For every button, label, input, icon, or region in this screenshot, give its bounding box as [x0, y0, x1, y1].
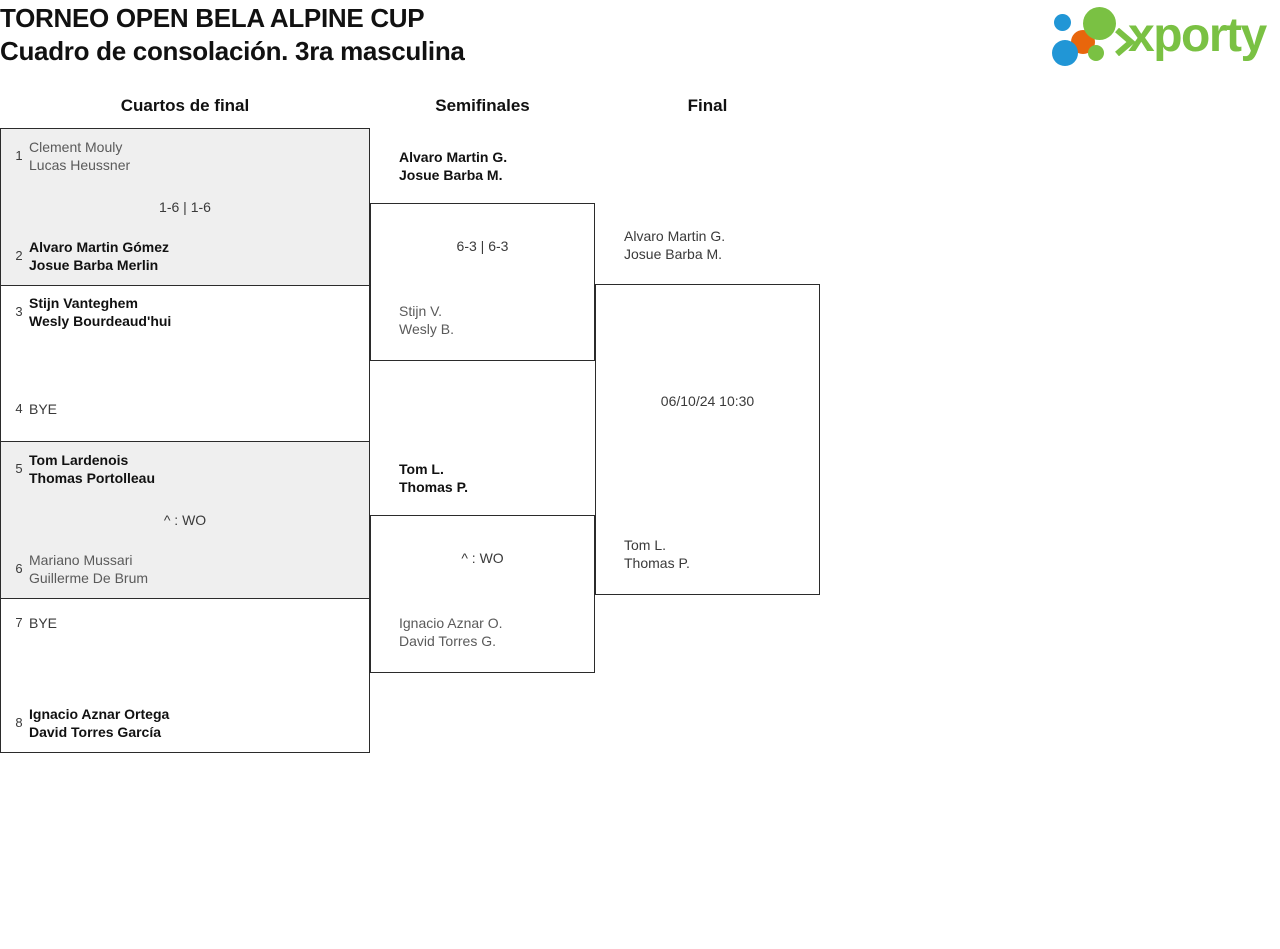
match-slot-bottom: Tom L. Thomas P.	[596, 536, 819, 572]
player-name-1: Alvaro Martin Gómez	[29, 239, 170, 255]
match-slot-bottom: 2 Alvaro Martin Gómez Josue Barba Merlin	[1, 238, 369, 274]
match-slot-top: 3 Stijn Vanteghem Wesly Bourdeaud'hui	[1, 294, 369, 330]
team-names: Mariano Mussari Guillerme De Brum	[29, 551, 148, 587]
team-names: BYE	[29, 400, 57, 418]
match-slot-bottom: 6 Mariano Mussari Guillerme De Brum	[1, 551, 369, 587]
player-name-2: Josue Barba Merlin	[29, 257, 159, 273]
player-name-1: Mariano Mussari	[29, 552, 133, 568]
match-semifinal-1[interactable]: Alvaro Martin G. Josue Barba M. 6-3 | 6-…	[370, 149, 595, 361]
seed-number: 1	[15, 148, 23, 163]
player-name-2: Wesly Bourdeaud'hui	[29, 313, 172, 329]
player-name-2: Thomas Portolleau	[29, 470, 156, 486]
match-slot-bottom: Stijn V. Wesly B.	[371, 302, 594, 338]
player-name-1: BYE	[29, 615, 58, 631]
match-quarterfinal-1[interactable]: 1 Clement Mouly Lucas Heussner 1-6 | 1-6…	[0, 128, 370, 286]
player-name-2: Thomas P.	[624, 555, 690, 571]
player-name-1: Ignacio Aznar Ortega	[29, 706, 170, 722]
team-names: Ignacio Aznar O. David Torres G.	[399, 614, 503, 650]
player-name-1: Tom L.	[624, 537, 667, 553]
player-name-2: David Torres García	[29, 724, 162, 740]
match-quarterfinal-4[interactable]: 7 BYE 8 Ignacio Aznar Ortega David Torre…	[0, 598, 370, 753]
team-names: Alvaro Martin G. Josue Barba M.	[624, 227, 725, 263]
team-names: Alvaro Martin G. Josue Barba M.	[399, 148, 507, 184]
player-name-2: Wesly B.	[399, 321, 454, 337]
match-schedule: 06/10/24 10:30	[660, 393, 755, 409]
match-semifinal-2[interactable]: Tom L. Thomas P. ^ : WO Ignacio Aznar O.…	[370, 461, 595, 673]
match-quarterfinal-3[interactable]: 5 Tom Lardenois Thomas Portolleau ^ : WO…	[0, 441, 370, 599]
player-name-2: Josue Barba M.	[624, 246, 723, 262]
team-names: Ignacio Aznar Ortega David Torres García	[29, 705, 169, 741]
player-name-1: Alvaro Martin G.	[399, 149, 508, 165]
player-name-2: Lucas Heussner	[29, 157, 131, 173]
team-names: Stijn Vanteghem Wesly Bourdeaud'hui	[29, 294, 171, 330]
player-name-1: Ignacio Aznar O.	[399, 615, 503, 631]
match-quarterfinal-2[interactable]: 3 Stijn Vanteghem Wesly Bourdeaud'hui 4 …	[0, 285, 370, 443]
player-name-1: Stijn V.	[399, 303, 443, 319]
match-score: ^ : WO	[163, 512, 207, 528]
team-names: Tom L. Thomas P.	[399, 460, 468, 496]
team-names: BYE	[29, 614, 57, 632]
seed-number: 3	[15, 304, 23, 319]
logo-dot-blue-large	[1052, 40, 1078, 66]
player-name-1: Tom L.	[399, 461, 444, 477]
match-slot-bottom: 8 Ignacio Aznar Ortega David Torres Garc…	[1, 705, 369, 741]
round-header-final: Final	[687, 96, 728, 115]
seed-number: 5	[15, 461, 23, 476]
logo-wordmark: xporty	[1128, 9, 1267, 62]
logo-dot-green-large	[1083, 7, 1116, 40]
player-name-2: Thomas P.	[399, 479, 468, 495]
seed-number: 6	[15, 561, 23, 576]
player-name-1: Stijn Vanteghem	[29, 295, 138, 311]
player-name-1: Alvaro Martin G.	[624, 228, 726, 244]
team-names: Alvaro Martin Gómez Josue Barba Merlin	[29, 238, 169, 274]
page-header: TORNEO OPEN BELA ALPINE CUP Cuadro de co…	[0, 0, 1280, 90]
match-slot-top: Alvaro Martin G. Josue Barba M.	[371, 148, 594, 184]
match-slot-top: Alvaro Martin G. Josue Barba M.	[596, 227, 819, 263]
seed-number: 2	[15, 248, 23, 263]
player-name-1: BYE	[29, 401, 58, 417]
player-name-2: Guillerme De Brum	[29, 570, 149, 586]
match-score: 6-3 | 6-3	[456, 238, 509, 254]
match-slot-top: Tom L. Thomas P.	[371, 460, 594, 496]
match-final[interactable]: Alvaro Martin G. Josue Barba M. 06/10/24…	[595, 228, 820, 595]
match-slot-bottom: 4 BYE	[1, 400, 369, 418]
page-title: TORNEO OPEN BELA ALPINE CUP	[0, 3, 425, 33]
page-subtitle: Cuadro de consolación. 3ra masculina	[0, 36, 465, 66]
title-block: TORNEO OPEN BELA ALPINE CUP Cuadro de co…	[0, 2, 800, 68]
round-header-semifinals: Semifinales	[435, 96, 530, 115]
team-names: Tom Lardenois Thomas Portolleau	[29, 451, 155, 487]
logo-dot-blue-small	[1054, 14, 1071, 31]
xporty-logo[interactable]: xporty	[1052, 4, 1276, 68]
team-names: Stijn V. Wesly B.	[399, 302, 454, 338]
match-slot-top: 7 BYE	[1, 614, 369, 632]
match-slot-top: 5 Tom Lardenois Thomas Portolleau	[1, 451, 369, 487]
seed-number: 7	[15, 615, 23, 630]
logo-chevron-icon	[1115, 28, 1136, 56]
player-name-2: David Torres G.	[399, 633, 496, 649]
round-header-quarterfinals: Cuartos de final	[120, 96, 250, 115]
match-slot-bottom: Ignacio Aznar O. David Torres G.	[371, 614, 594, 650]
match-slot-top: 1 Clement Mouly Lucas Heussner	[1, 138, 369, 174]
seed-number: 8	[15, 715, 23, 730]
match-score: ^ : WO	[461, 550, 504, 566]
player-name-1: Clement Mouly	[29, 139, 123, 155]
seed-number: 4	[15, 401, 23, 416]
match-score: 1-6 | 1-6	[159, 199, 211, 215]
player-name-1: Tom Lardenois	[29, 452, 129, 468]
team-names: Clement Mouly Lucas Heussner	[29, 138, 130, 174]
team-names: Tom L. Thomas P.	[624, 536, 690, 572]
logo-dots-icon	[1052, 6, 1136, 66]
player-name-2: Josue Barba M.	[399, 167, 503, 183]
logo-dot-green-small	[1088, 45, 1104, 61]
